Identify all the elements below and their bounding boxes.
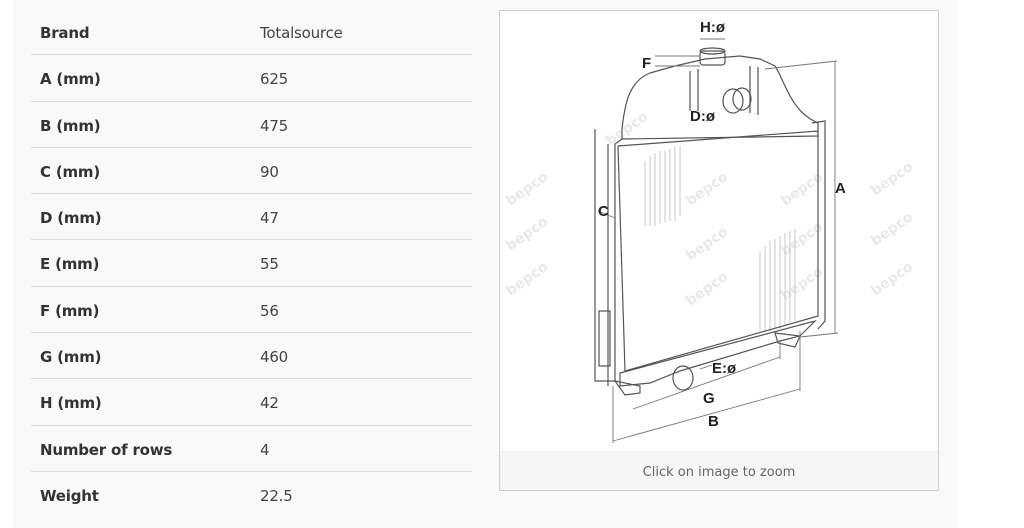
- spec-value: 56: [260, 301, 279, 320]
- spec-row-number-of-rows: Number of rows 4: [31, 426, 472, 472]
- dim-label-h: H:ø: [700, 19, 726, 36]
- dim-label-g: G: [703, 390, 715, 407]
- radiator-diagram[interactable]: bepco bepco bepco bepco bepco bepco bepc…: [500, 11, 940, 453]
- spec-label: A (mm): [40, 70, 101, 89]
- dim-label-c: C: [598, 203, 609, 220]
- dim-label-b: B: [708, 413, 719, 430]
- spec-label: G (mm): [40, 348, 102, 367]
- dim-label-a: A: [835, 180, 846, 197]
- spec-value: 90: [260, 162, 279, 181]
- spec-row-h: H (mm) 42: [31, 379, 472, 426]
- svg-text:bepco: bepco: [503, 259, 551, 300]
- svg-text:bepco: bepco: [778, 169, 826, 210]
- spec-label: Brand: [40, 24, 90, 42]
- dim-label-d: D:ø: [690, 108, 716, 125]
- spec-row-c: C (mm) 90: [31, 148, 472, 195]
- radiator-outline: [594, 47, 826, 396]
- specifications-table: Brand Totalsource A (mm) 625 B (mm) 475 …: [31, 9, 472, 518]
- svg-text:bepco: bepco: [503, 169, 551, 210]
- spec-value: 625: [260, 70, 289, 89]
- dimension-lines: [597, 38, 839, 443]
- svg-text:bepco: bepco: [683, 224, 731, 265]
- spec-label: C (mm): [40, 162, 101, 181]
- spec-value: 475: [260, 116, 289, 135]
- spec-row-weight: Weight 22.5: [31, 472, 472, 518]
- spec-row-e: E (mm) 55: [31, 240, 472, 287]
- spec-value: 4: [260, 440, 270, 459]
- svg-text:bepco: bepco: [868, 209, 916, 250]
- svg-text:bepco: bepco: [683, 269, 731, 310]
- spec-value: 460: [260, 348, 289, 367]
- spec-label: D (mm): [40, 209, 102, 228]
- spec-label: Weight: [40, 486, 99, 505]
- svg-text:bepco: bepco: [603, 109, 651, 150]
- svg-text:bepco: bepco: [503, 214, 551, 255]
- spec-row-a: A (mm) 625: [31, 55, 472, 102]
- svg-text:bepco: bepco: [868, 159, 916, 200]
- spec-label: Number of rows: [40, 440, 173, 459]
- spec-label: B (mm): [40, 116, 101, 135]
- spec-label: F (mm): [40, 301, 100, 320]
- spec-value: 22.5: [260, 486, 293, 505]
- product-image-zoom[interactable]: bepco bepco bepco bepco bepco bepco bepc…: [499, 10, 939, 491]
- spec-row-brand: Brand Totalsource: [31, 9, 472, 56]
- fin-texture: [644, 146, 796, 331]
- dim-label-f: F: [642, 55, 651, 72]
- spec-value: 55: [260, 255, 279, 274]
- image-caption-bar: Click on image to zoom: [500, 451, 938, 490]
- spec-row-b: B (mm) 475: [31, 102, 472, 148]
- dim-label-e: E:ø: [712, 360, 737, 377]
- spec-value: Totalsource: [260, 24, 343, 42]
- spec-value: 47: [260, 209, 279, 228]
- spec-row-g: G (mm) 460: [31, 333, 472, 380]
- spec-row-d: D (mm) 47: [31, 194, 472, 241]
- spec-label: E (mm): [40, 255, 100, 274]
- zoom-caption[interactable]: Click on image to zoom: [642, 465, 796, 480]
- svg-text:bepco: bepco: [683, 169, 731, 210]
- svg-text:bepco: bepco: [868, 259, 916, 300]
- spec-value: 42: [260, 394, 279, 413]
- spec-label: H (mm): [40, 394, 102, 413]
- spec-row-f: F (mm) 56: [31, 287, 472, 334]
